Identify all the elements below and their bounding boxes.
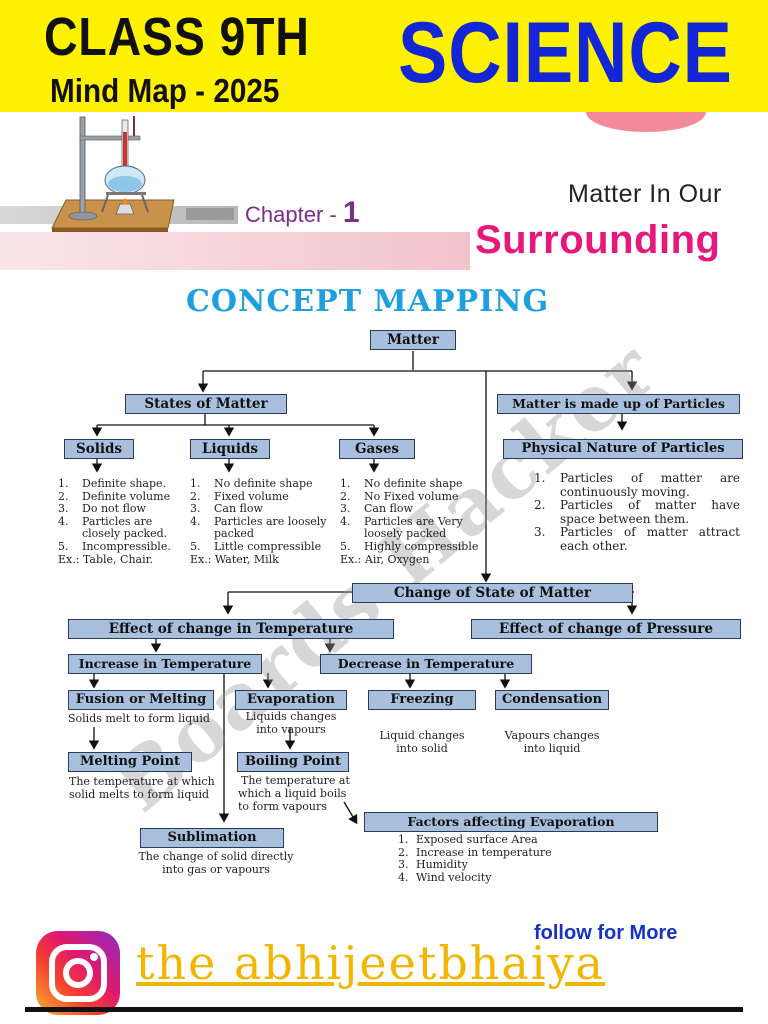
list-item: Definite shape. bbox=[82, 477, 167, 490]
node-freezing: Freezing bbox=[368, 690, 476, 710]
list-item: loosely packed bbox=[364, 527, 447, 541]
list-item: Increase in temperature bbox=[416, 845, 552, 859]
node-fusion: Fusion or Melting bbox=[68, 690, 214, 710]
list-item: Wind velocity bbox=[416, 870, 492, 884]
header-band bbox=[0, 0, 768, 112]
node-effect-temperature: Effect of change in Temperature bbox=[68, 619, 394, 639]
chapter-title-line1: Matter In Our bbox=[568, 180, 722, 208]
list-item: Little compressible bbox=[214, 539, 322, 553]
chapter-title-line2: Surrounding bbox=[475, 218, 721, 262]
list-item: No definite shape bbox=[214, 477, 313, 490]
gases-example: Ex.: Air, Oxygen bbox=[340, 552, 430, 566]
node-factors-evaporation: Factors affecting Evaporation bbox=[364, 812, 658, 832]
list-item: Fixed volume bbox=[214, 489, 289, 503]
class-title: CLASS 9TH bbox=[44, 7, 310, 67]
node-liquids: Liquids bbox=[190, 439, 270, 459]
list-item: Particles of matter are continuously mov… bbox=[560, 471, 740, 499]
list-item: No Fixed volume bbox=[364, 489, 459, 503]
list-item: Exposed surface Area bbox=[416, 833, 538, 846]
chapter-label-text: Chapter - bbox=[245, 202, 337, 227]
solids-properties: 1.Definite shape. 2.Definite volume 3.Do… bbox=[58, 477, 171, 566]
node-made-of-particles: Matter is made up of Particles bbox=[497, 394, 740, 414]
concept-heading: CONCEPT MAPPING bbox=[186, 284, 550, 319]
node-physical-nature: Physical Nature of Particles bbox=[503, 439, 743, 459]
subject-title: SCIENCE bbox=[398, 5, 733, 101]
node-evaporation: Evaporation bbox=[235, 690, 347, 710]
fusion-note: Solids melt to form liquid bbox=[68, 712, 210, 725]
bottom-rule bbox=[25, 1007, 743, 1012]
list-item: Can flow bbox=[364, 502, 413, 516]
instagram-glyph-icon bbox=[49, 944, 107, 1002]
liquids-properties: 1.No definite shape 2.Fixed volume 3.Can… bbox=[190, 477, 327, 566]
chapter-number: 1 bbox=[342, 196, 360, 229]
list-item: Particles are loosely bbox=[214, 514, 327, 528]
list-item: packed bbox=[214, 527, 254, 541]
node-effect-pressure: Effect of change of Pressure bbox=[471, 619, 741, 639]
list-item: Particles are bbox=[82, 514, 153, 528]
chapter-label: Chapter - 1 bbox=[245, 196, 360, 230]
follow-text: follow for More bbox=[534, 922, 678, 944]
lab-apparatus-illustration bbox=[51, 116, 175, 232]
liquids-example: Ex.: Water, Milk bbox=[190, 552, 279, 566]
social-handle-link[interactable]: the abhijeetbhaiya bbox=[136, 936, 605, 990]
list-item: Do not flow bbox=[82, 502, 146, 516]
particle-nature-list: 1.Particles of matter are continuously m… bbox=[534, 471, 740, 553]
decorative-arc bbox=[586, 112, 706, 132]
gases-properties: 1.No definite shape 2.No Fixed volume 3.… bbox=[340, 477, 479, 566]
list-item: Particles of matter have space between t… bbox=[560, 498, 740, 526]
list-item: Can flow bbox=[214, 502, 263, 516]
node-boiling-point: Boiling Point bbox=[237, 752, 349, 772]
node-melting-point: Melting Point bbox=[68, 752, 192, 772]
node-increase-temperature: Increase in Temperature bbox=[68, 654, 262, 674]
node-solids: Solids bbox=[64, 439, 134, 459]
instagram-icon[interactable] bbox=[36, 931, 120, 1015]
list-item: Highly compressible bbox=[364, 539, 479, 553]
list-item: Humidity bbox=[416, 858, 468, 872]
list-item: Incompressible. bbox=[82, 539, 171, 553]
node-matter: Matter bbox=[370, 330, 456, 350]
node-change-of-state: Change of State of Matter bbox=[352, 583, 633, 603]
node-sublimation: Sublimation bbox=[140, 828, 284, 848]
node-gases: Gases bbox=[339, 439, 415, 459]
list-item: Particles are Very bbox=[364, 514, 463, 528]
decorative-pink-stripe bbox=[0, 232, 470, 270]
node-condensation: Condensation bbox=[495, 690, 609, 710]
solids-example: Ex.: Table, Chair. bbox=[58, 552, 154, 566]
list-item: closely packed. bbox=[82, 527, 168, 541]
mindmap-title: Mind Map - 2025 bbox=[50, 72, 280, 109]
node-decrease-temperature: Decrease in Temperature bbox=[320, 654, 532, 674]
node-states-of-matter: States of Matter bbox=[125, 394, 287, 414]
list-item: Definite volume bbox=[82, 489, 171, 503]
list-item: No definite shape bbox=[364, 477, 463, 490]
factors-list: 1.Exposed surface Area 2.Increase in tem… bbox=[398, 833, 552, 884]
list-item: Particles of matter attract each other. bbox=[560, 525, 740, 553]
decorative-stripe-dark bbox=[186, 208, 234, 220]
